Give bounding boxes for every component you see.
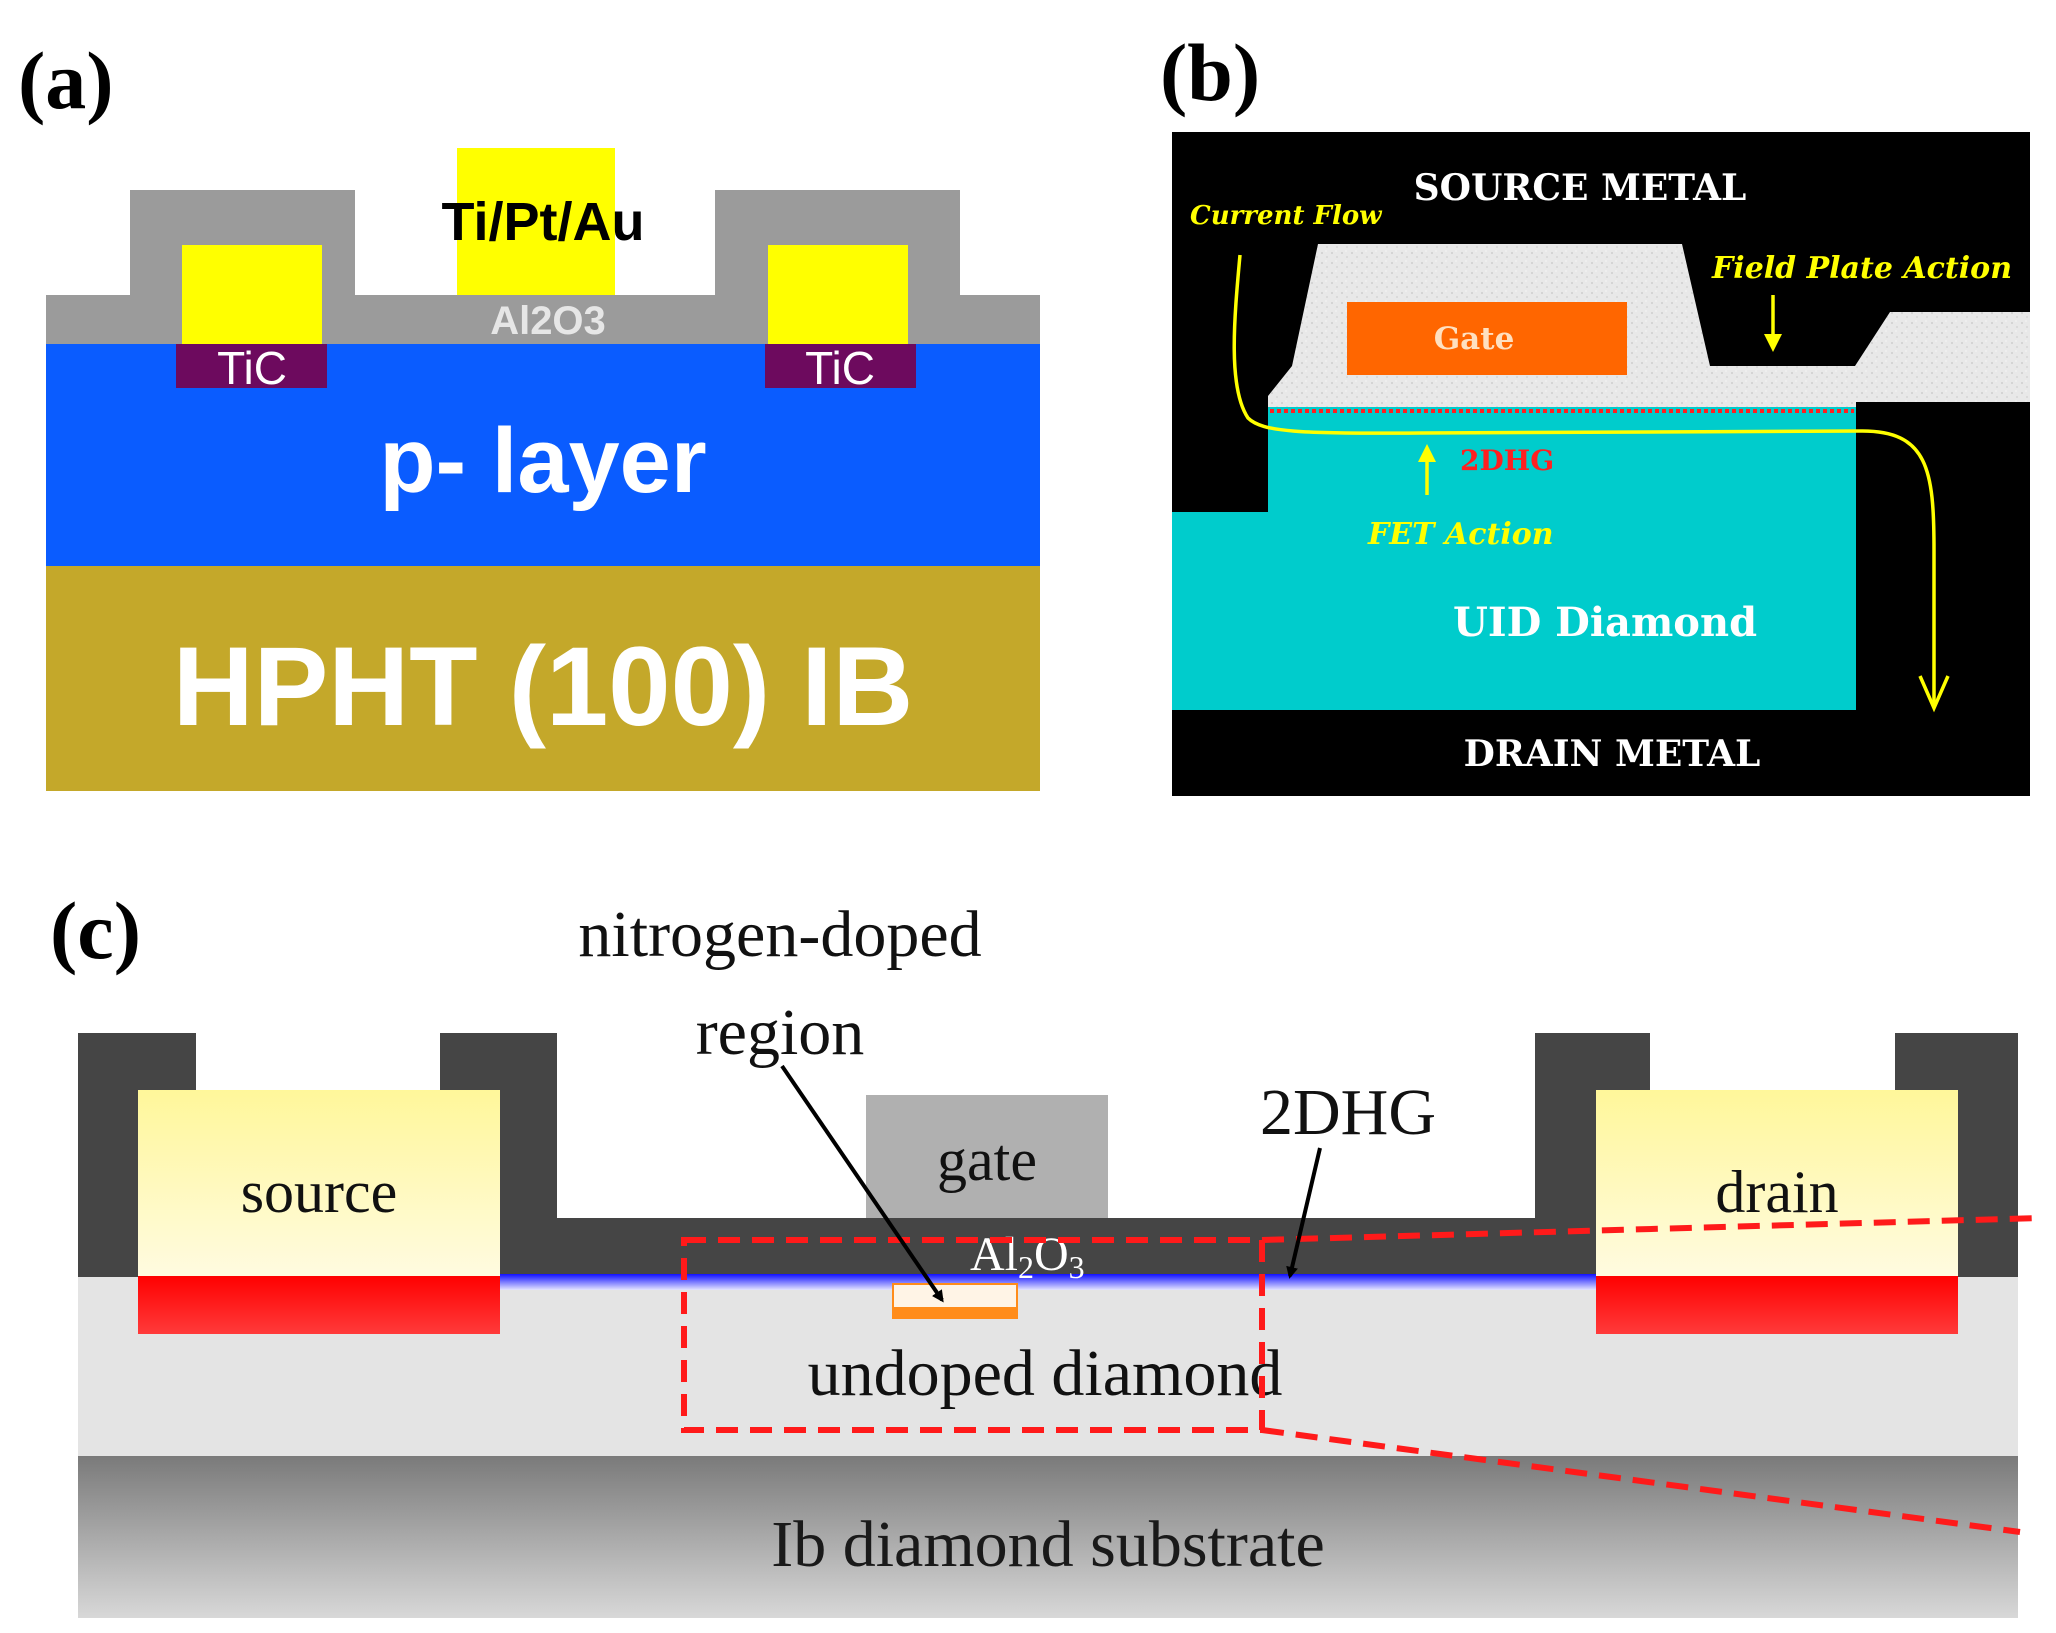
2dhg-label: 2DHG <box>1460 444 1554 477</box>
al2o3-label: Al2O3 <box>490 299 606 343</box>
right-contact-metal <box>768 245 908 345</box>
drain-doped-region <box>1596 1276 1958 1334</box>
gate-electrode <box>1347 302 1627 375</box>
zoom-box <box>681 1237 1265 1433</box>
panel-c: (c) Ib diamond substrate undoped diamond… <box>50 885 2041 1618</box>
ib-diamond-substrate <box>78 1456 2018 1618</box>
field-plate-label: Field Plate Action <box>1711 251 2012 286</box>
right-tic-label: TiC <box>805 342 875 394</box>
source-doped-region <box>138 1276 500 1334</box>
gate-label: Gate <box>1434 321 1515 357</box>
nitrogen-doped-callout-line2: region <box>696 996 865 1069</box>
current-flow-arrowhead <box>1918 675 1950 713</box>
substrate-label: Ib diamond substrate <box>771 1508 1325 1581</box>
p-layer-label: p- layer <box>379 410 706 512</box>
2dhg-callout: 2DHG <box>1260 1076 1436 1149</box>
panel-c-label: (c) <box>50 885 141 976</box>
nitrogen-callout-arrow <box>780 1064 944 1303</box>
fet-action-label: FET Action <box>1367 517 1554 552</box>
al2o3-label: Al2O3 <box>970 1228 1085 1285</box>
drain-metal-label: DRAIN METAL <box>1464 733 1761 775</box>
hpht-substrate <box>46 566 1040 791</box>
panel-b-label: (b) <box>1160 27 1260 118</box>
drain-label: drain <box>1715 1159 1838 1225</box>
nitrogen-doped-bar <box>893 1307 1017 1319</box>
drain-contact <box>1596 1090 1958 1276</box>
substrate-label: HPHT (100) IB <box>173 624 914 749</box>
left-tic-label: TiC <box>217 342 287 394</box>
zoom-line-bottom <box>1261 1427 2021 1535</box>
uid-diamond-label: UID Diamond <box>1453 599 1757 646</box>
2dhg-callout-arrow <box>1286 1147 1322 1279</box>
field-plate-arrowhead <box>1764 334 1782 352</box>
left-tic-contact <box>176 344 327 388</box>
right-tic-contact <box>765 344 916 388</box>
current-flow-path <box>1232 254 1936 706</box>
uid-diamond <box>1172 407 1856 710</box>
ti-pt-au-label: Ti/Pt/Au <box>441 192 644 252</box>
panel-a: (a) HPHT (100) IB p- layer Al2O3 Ti/Pt/A… <box>18 35 1040 791</box>
zoom-line-top <box>1261 1215 2041 1243</box>
undoped-diamond-label: undoped diamond <box>808 1337 1283 1410</box>
current-flow-label: Current Flow <box>1190 201 1383 231</box>
ti-pt-au-gate <box>457 148 615 295</box>
panel-a-label: (a) <box>18 35 114 126</box>
2dhg-channel <box>500 1274 1596 1290</box>
nitrogen-doped-callout-line1: nitrogen-doped <box>578 898 981 971</box>
source-label: source <box>241 1159 398 1225</box>
left-contact-metal <box>182 245 322 345</box>
gate-label: gate <box>937 1127 1037 1193</box>
fet-arrowhead <box>1418 444 1436 462</box>
source-metal-label: SOURCE METAL <box>1414 167 1747 209</box>
panel-b: (b) Gate SOURCE METAL Current Flow Field… <box>1160 27 2030 796</box>
gate-electrode <box>866 1095 1108 1218</box>
source-contact <box>138 1090 500 1276</box>
